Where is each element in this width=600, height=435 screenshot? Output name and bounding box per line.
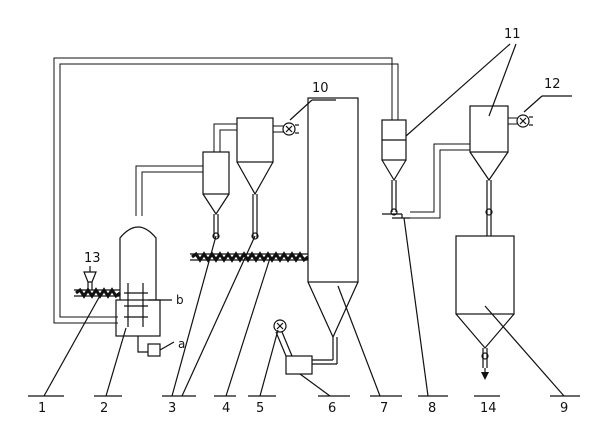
label-3: 3 <box>168 401 176 416</box>
label-12: 12 <box>544 77 561 92</box>
reactor-2 <box>115 226 161 353</box>
label-5: 5 <box>256 401 264 416</box>
label-10: 10 <box>312 81 329 96</box>
label-9: 9 <box>560 401 568 416</box>
fan-12 <box>508 95 572 128</box>
fan-10 <box>273 99 336 136</box>
label-1: 1 <box>38 401 46 416</box>
leader-lines <box>28 43 580 397</box>
cyclone-link-pipe <box>213 123 237 152</box>
label-4: 4 <box>222 401 230 416</box>
tall-vessel-7 <box>307 97 359 365</box>
fan-5 <box>273 319 293 357</box>
box-6 <box>285 355 313 375</box>
screw-feeder-13 <box>74 266 121 299</box>
label-11: 11 <box>504 27 521 42</box>
cyclone-3b <box>236 117 274 240</box>
cyclone-11a <box>381 119 410 219</box>
label-6: 6 <box>328 401 336 416</box>
label-b: b <box>176 293 184 307</box>
label-a: a <box>178 337 185 351</box>
hopper-9 <box>455 235 515 380</box>
label-2: 2 <box>100 401 108 416</box>
label-13: 13 <box>84 251 101 266</box>
label-14: 14 <box>480 401 497 416</box>
component-a-box <box>147 341 175 357</box>
cyclone-3a <box>202 151 230 240</box>
transport-pipe-8 <box>410 143 470 219</box>
cyclone-11b <box>469 105 509 236</box>
riser-pipe <box>135 165 203 216</box>
recycle-pipe <box>53 57 399 324</box>
label-8: 8 <box>428 401 436 416</box>
label-7: 7 <box>380 401 388 416</box>
screw-conveyor-4 <box>190 251 309 263</box>
